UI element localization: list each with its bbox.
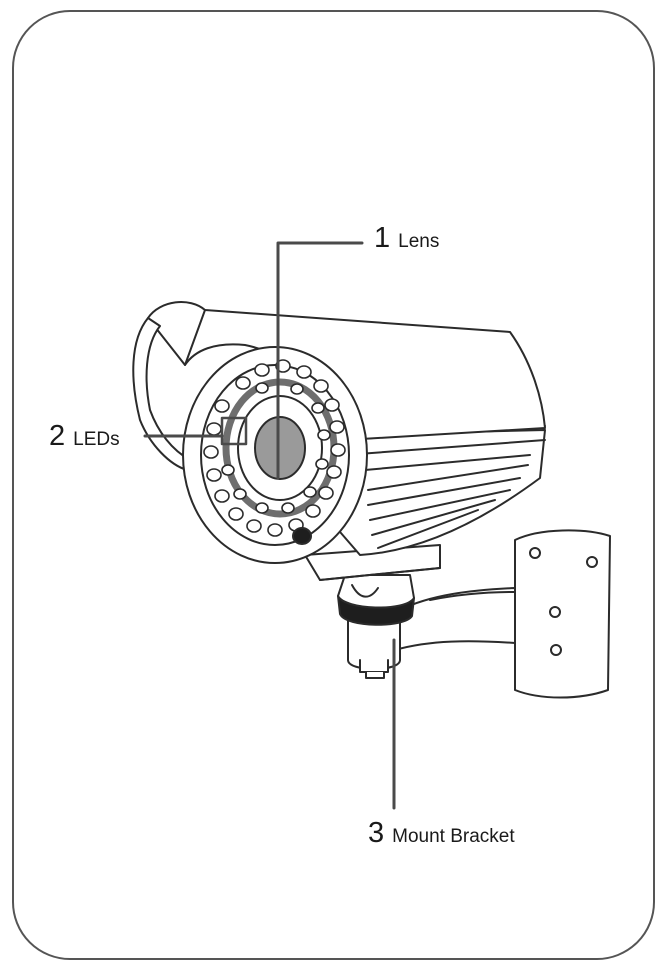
callout-mount-bracket: 3 Mount Bracket — [368, 817, 515, 850]
callout-text: Mount Bracket — [392, 826, 515, 847]
swivel-joint — [337, 574, 415, 626]
led-highlight-box — [220, 416, 248, 446]
bracket-arm — [347, 587, 516, 679]
callout-number: 1 — [374, 222, 391, 254]
led-ring — [203, 359, 346, 537]
leader-lines — [143, 241, 396, 810]
leader-lens — [276, 241, 364, 480]
callout-leds: 2 LEDs — [49, 420, 120, 453]
callout-lens: 1 Lens — [374, 222, 439, 255]
callout-text: LEDs — [73, 429, 120, 450]
front-bezel — [182, 346, 368, 564]
callout-number: 3 — [368, 817, 385, 849]
page-frame — [12, 10, 655, 960]
callout-number: 2 — [49, 420, 66, 452]
wall-plate — [514, 529, 611, 699]
callout-text: Lens — [398, 231, 440, 252]
